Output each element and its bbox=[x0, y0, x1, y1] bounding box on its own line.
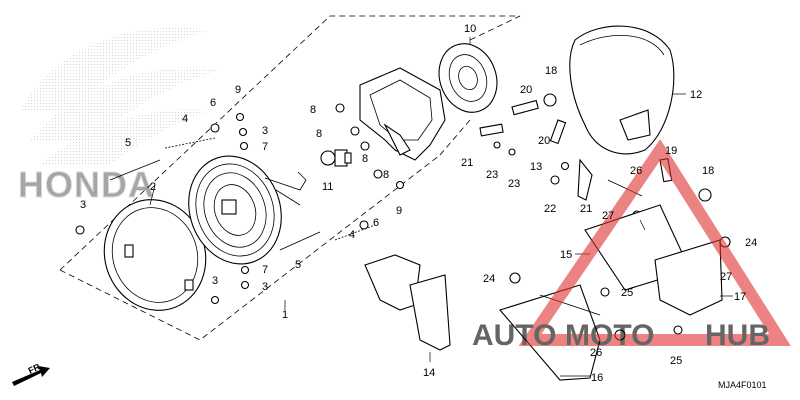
callout-19: 19 bbox=[665, 145, 677, 157]
callout-labels: 1 2 3 3 3 3 4 4 5 5 6 6 7 7 8 8 8 8 9 9 … bbox=[80, 23, 757, 384]
callout-3: 3 bbox=[212, 275, 218, 287]
callout-25: 25 bbox=[621, 287, 633, 299]
callout-3: 3 bbox=[262, 125, 268, 137]
honda-watermark-text: HONDA bbox=[18, 164, 155, 205]
callout-2: 2 bbox=[150, 181, 156, 193]
callout-4: 4 bbox=[349, 229, 355, 241]
callout-6: 6 bbox=[210, 97, 216, 109]
headlight-bulb bbox=[320, 149, 352, 167]
callout-5: 5 bbox=[125, 137, 131, 149]
callout-3: 3 bbox=[80, 199, 86, 211]
callout-7: 7 bbox=[262, 141, 268, 153]
callout-4: 4 bbox=[182, 113, 188, 125]
callout-8: 8 bbox=[383, 169, 389, 181]
adjust-springs bbox=[109, 137, 376, 251]
callout-24: 24 bbox=[483, 273, 495, 285]
front-direction-indicator: FR. bbox=[12, 361, 50, 386]
callout-13: 13 bbox=[530, 161, 542, 173]
callout-18: 18 bbox=[545, 65, 557, 77]
headlight-case bbox=[569, 25, 675, 155]
callout-21: 21 bbox=[461, 157, 473, 169]
callout-3: 3 bbox=[262, 281, 268, 293]
callout-9: 9 bbox=[235, 84, 241, 96]
honda-wing-watermark: HONDA bbox=[18, 27, 220, 206]
watermark-moto: MOTO bbox=[565, 319, 654, 352]
mounting-stays bbox=[364, 204, 723, 381]
callout-20: 20 bbox=[538, 135, 550, 147]
callout-5: 5 bbox=[295, 259, 301, 271]
callout-7: 7 bbox=[262, 264, 268, 276]
headlight-rim bbox=[103, 199, 207, 311]
callout-20: 20 bbox=[520, 84, 532, 96]
callout-8: 8 bbox=[316, 128, 322, 140]
callout-27: 27 bbox=[720, 271, 732, 283]
callout-18: 18 bbox=[702, 165, 714, 177]
callout-23: 23 bbox=[508, 178, 520, 190]
lamp-bracket-frame bbox=[359, 67, 446, 161]
callout-11: 11 bbox=[322, 181, 333, 193]
callout-26: 26 bbox=[590, 347, 602, 359]
automotohub-watermark: AUTO MOTO HUB bbox=[472, 139, 791, 352]
watermark-hub: HUB bbox=[705, 319, 770, 352]
callout-14: 14 bbox=[423, 367, 435, 379]
socket-cover bbox=[438, 43, 498, 113]
callout-22: 22 bbox=[544, 203, 556, 215]
callout-17: 17 bbox=[734, 291, 746, 303]
callout-16: 16 bbox=[591, 372, 603, 384]
callout-23: 23 bbox=[486, 169, 498, 181]
callout-26: 26 bbox=[630, 165, 642, 177]
callout-24: 24 bbox=[745, 237, 757, 249]
watermark-auto: AUTO bbox=[472, 319, 556, 352]
callout-10: 10 bbox=[464, 23, 476, 35]
callout-8: 8 bbox=[310, 104, 316, 116]
headlight-lens-unit bbox=[188, 155, 307, 265]
callout-15: 15 bbox=[560, 249, 572, 261]
callout-21: 21 bbox=[580, 203, 592, 215]
callout-9: 9 bbox=[396, 205, 402, 217]
diagram-code: MJA4F0101 bbox=[718, 380, 767, 390]
callout-1: 1 bbox=[282, 309, 288, 321]
callout-27: 27 bbox=[602, 210, 614, 222]
callout-6: 6 bbox=[373, 217, 379, 229]
callout-8: 8 bbox=[362, 153, 368, 165]
callout-12: 12 bbox=[690, 89, 702, 101]
leader-lines bbox=[149, 37, 733, 377]
callout-25: 25 bbox=[670, 355, 682, 367]
assembly-outline bbox=[59, 15, 521, 341]
